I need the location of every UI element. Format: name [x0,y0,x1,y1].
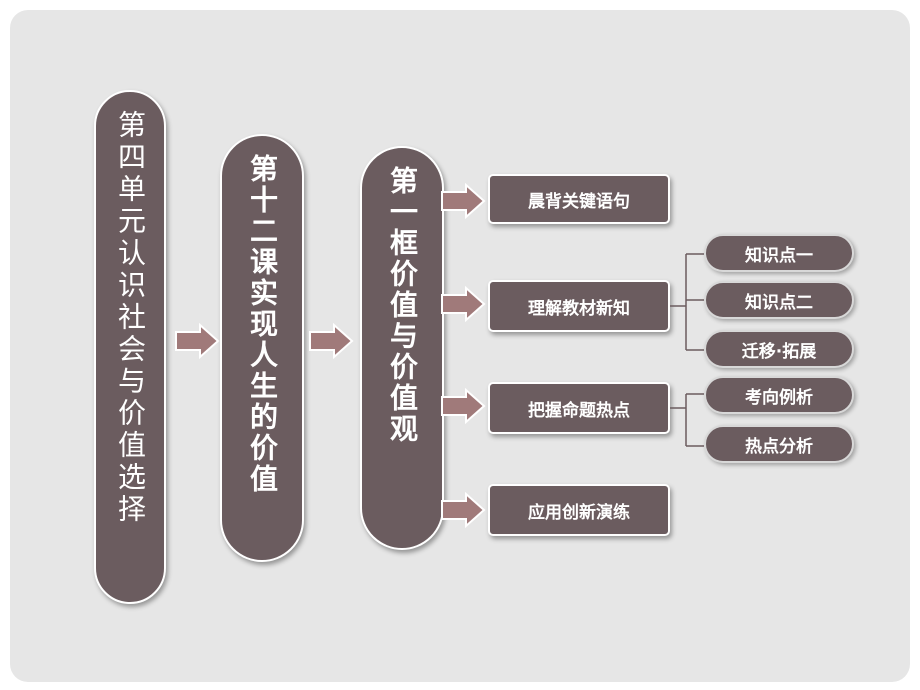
section-morning-key-sentences[interactable]: 晨背关键语句 [488,174,670,224]
section-label: 应用创新演练 [528,502,630,523]
subitem-exam-direction-analysis[interactable]: 考向例析 [704,376,854,414]
subitem-knowledge-point-1[interactable]: 知识点一 [704,234,854,272]
arrow-right-icon [309,323,354,359]
unit-node: 第四单元认识社会与价值选择 [94,90,166,604]
subitem-label: 知识点一 [745,245,813,266]
section-innovation-practice[interactable]: 应用创新演练 [488,484,670,536]
subitem-knowledge-point-2[interactable]: 知识点二 [704,281,854,319]
frame-node: 第一框价值与价值观 [360,146,444,550]
subitem-label: 知识点二 [745,292,813,313]
arrow-right-icon [175,323,220,359]
section-understand-new-knowledge[interactable]: 理解教材新知 [488,280,670,332]
section-label: 晨背关键语句 [528,191,630,212]
subitem-label: 迁移·拓展 [741,341,817,362]
unit-label: 第四单元认识社会与价值选择 [114,110,147,526]
subitem-label: 考向例析 [745,387,813,408]
subitem-label: 热点分析 [745,436,813,457]
section-label: 把握命题热点 [528,400,630,421]
arrow-right-icon [441,286,486,322]
frame-label: 第一框价值与价值观 [386,166,419,445]
arrow-right-icon [441,183,486,219]
arrow-right-icon [441,388,486,424]
lesson-label: 第十二课实现人生的价值 [246,154,279,495]
section-label: 理解教材新知 [528,298,630,319]
subitem-hotspot-analysis[interactable]: 热点分析 [704,425,854,463]
section-exam-hotspots[interactable]: 把握命题热点 [488,382,670,434]
arrow-right-icon [441,492,486,528]
lesson-node: 第十二课实现人生的价值 [220,134,304,562]
subitem-transfer-expand[interactable]: 迁移·拓展 [704,330,854,368]
